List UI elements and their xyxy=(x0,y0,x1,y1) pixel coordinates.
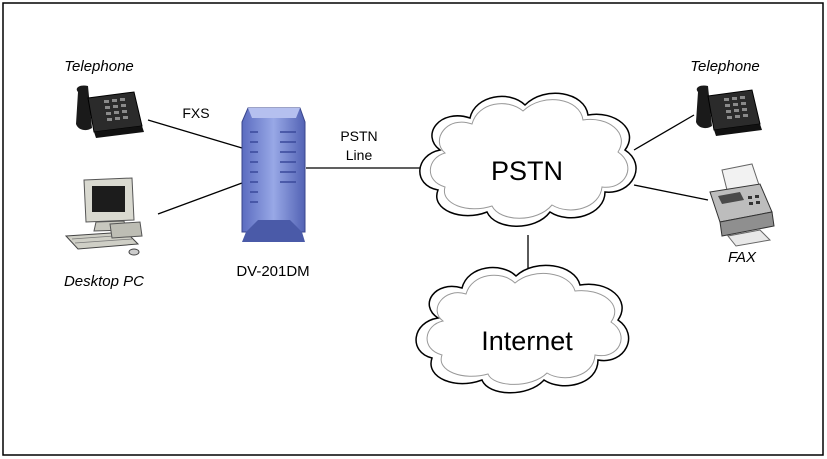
pstn-line-label-2: Line xyxy=(346,147,373,163)
telephone-right-label: Telephone xyxy=(690,58,760,75)
desktop-pc-label: Desktop PC xyxy=(64,273,144,290)
pstn-line-label-1: PSTN xyxy=(340,128,377,144)
internet-cloud-label: Internet xyxy=(481,326,573,356)
device-label: DV-201DM xyxy=(236,263,309,280)
telephone-left-label: Telephone xyxy=(64,58,134,75)
fxs-label: FXS xyxy=(182,105,209,121)
fax-label: FAX xyxy=(728,249,757,266)
pstn-cloud-label: PSTN xyxy=(491,156,563,186)
dv-201dm-device-icon xyxy=(242,108,305,242)
